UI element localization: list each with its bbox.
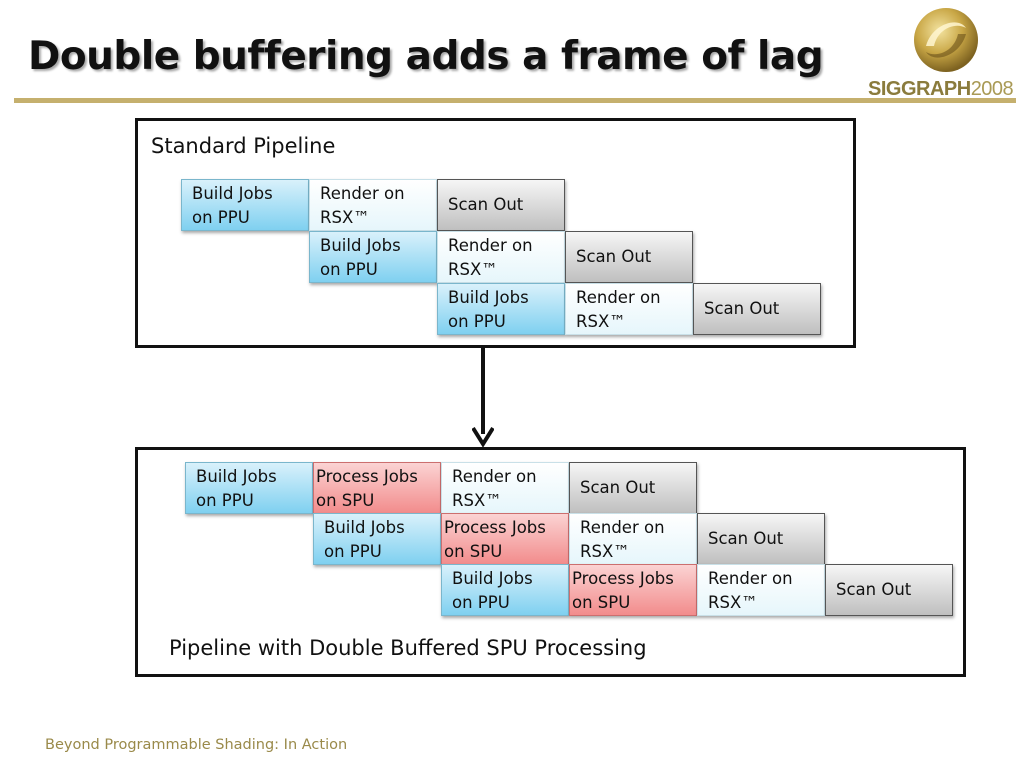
double-buffered-pipeline-panel: Build Jobs on PPU Process Jobs on SPU Rend… [135, 447, 966, 677]
cell-text: RSX™ [320, 208, 370, 227]
cell-text: Build Jobs [452, 569, 533, 588]
std-row2-build: Build Jobs on PPU [309, 231, 437, 283]
cell-text: on PPU [324, 542, 382, 561]
cell-text: Render on [320, 184, 405, 203]
siggraph-logo: SIGGRAPH2008 [868, 6, 1018, 100]
cell-text: RSX™ [452, 491, 502, 510]
db-row3-process: Process Jobs on SPU [569, 564, 697, 616]
cell-text: RSX™ [580, 542, 630, 561]
db-row3-build: Build Jobs on PPU [441, 564, 569, 616]
std-row2-scan: Scan Out [565, 231, 693, 283]
down-arrow-icon [472, 348, 494, 448]
std-row3-build: Build Jobs on PPU [437, 283, 565, 335]
logo-year: 2008 [970, 78, 1014, 100]
siggraph-logo-icon [914, 8, 978, 72]
cell-text: Build Jobs [192, 184, 273, 203]
db-row1-render: Render on RSX™ [441, 462, 569, 514]
standard-pipeline-panel: Standard Pipeline Build Jobs on PPU Rende… [135, 118, 856, 348]
cell-text: on SPU [444, 542, 503, 561]
cell-text: Render on [708, 569, 793, 588]
cell-text: on PPU [448, 312, 506, 331]
db-row2-build: Build Jobs on PPU [313, 513, 441, 565]
cell-text: on PPU [192, 208, 250, 227]
cell-text: Render on [452, 467, 537, 486]
std-row1-render: Render on RSX™ [309, 179, 437, 231]
logo-brand: SIGGRAPH [868, 78, 971, 100]
double-buffered-pipeline-label: Pipeline with Double Buffered SPU Proces… [169, 636, 647, 660]
standard-pipeline-label: Standard Pipeline [151, 134, 336, 158]
cell-text: Render on [580, 518, 665, 537]
db-row2-process: Process Jobs on SPU [441, 513, 569, 565]
cell-text: Build Jobs [320, 236, 401, 255]
db-row1-build: Build Jobs on PPU [185, 462, 313, 514]
cell-text: Render on [448, 236, 533, 255]
cell-text: Process Jobs [316, 467, 418, 486]
std-row3-scan: Scan Out [693, 283, 821, 335]
std-row3-render: Render on RSX™ [565, 283, 693, 335]
db-row1-scan: Scan Out [569, 462, 697, 514]
cell-text: on SPU [572, 593, 631, 612]
cell-text: on PPU [196, 491, 254, 510]
cell-text: Process Jobs [444, 518, 546, 537]
slide-footer: Beyond Programmable Shading: In Action [45, 737, 348, 753]
std-row1-scan: Scan Out [437, 179, 565, 231]
db-row2-render: Render on RSX™ [569, 513, 697, 565]
cell-text: RSX™ [448, 260, 498, 279]
std-row1-build: Build Jobs on PPU [181, 179, 309, 231]
siggraph-wordmark: SIGGRAPH2008 [868, 78, 1014, 101]
cell-text: on PPU [452, 593, 510, 612]
cell-text: on PPU [320, 260, 378, 279]
db-row3-render: Render on RSX™ [697, 564, 825, 616]
db-row1-process: Process Jobs on SPU [313, 462, 441, 514]
slide-title: Double buffering adds a frame of lag [28, 34, 824, 79]
cell-text: Process Jobs [572, 569, 674, 588]
db-row3-scan: Scan Out [825, 564, 953, 616]
cell-text: Build Jobs [196, 467, 277, 486]
std-row2-render: Render on RSX™ [437, 231, 565, 283]
cell-text: on SPU [316, 491, 375, 510]
cell-text: Build Jobs [324, 518, 405, 537]
cell-text: RSX™ [708, 593, 758, 612]
cell-text: Render on [576, 288, 661, 307]
title-divider [14, 98, 1016, 103]
cell-text: RSX™ [576, 312, 626, 331]
db-row2-scan: Scan Out [697, 513, 825, 565]
cell-text: Build Jobs [448, 288, 529, 307]
